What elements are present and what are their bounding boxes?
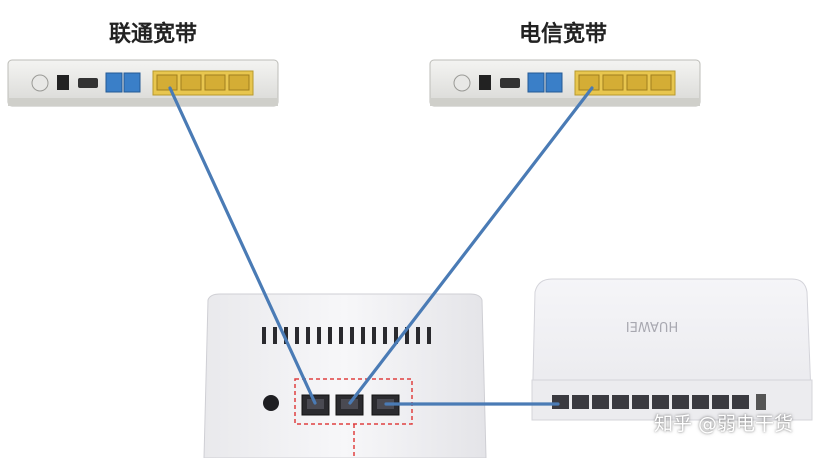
power-button-icon [453, 74, 471, 92]
pon-ports [527, 72, 563, 93]
cable-unicom-to-router [168, 86, 317, 405]
unicom-broadband-label: 联通宽带 [109, 22, 198, 47]
router-power-jack-icon [263, 395, 279, 411]
switch-brand-logo: HUAWEI [626, 318, 678, 333]
switch-ports [552, 395, 749, 409]
power-jack-icon [57, 75, 69, 90]
cable-telecom-to-router [348, 86, 594, 405]
router-ethernet-ports [301, 394, 400, 416]
huawei-switch: HUAWEI [531, 278, 813, 421]
unicom-modem [7, 59, 279, 107]
lan-ports [152, 70, 254, 96]
network-cables [168, 86, 594, 406]
router [203, 293, 487, 458]
switch-power-icon [756, 394, 766, 410]
telecom-modem [429, 59, 701, 107]
zhihu-watermark: 知乎 @弱电干货 [653, 413, 793, 435]
router-vent [262, 327, 431, 344]
pon-ports [105, 72, 141, 93]
power-jack-icon [479, 75, 491, 90]
power-button-icon [31, 74, 49, 92]
usb-port-icon [500, 78, 520, 88]
lan-ports [574, 70, 676, 96]
telecom-broadband-label: 电信宽带 [519, 22, 608, 47]
usb-port-icon [78, 78, 98, 88]
